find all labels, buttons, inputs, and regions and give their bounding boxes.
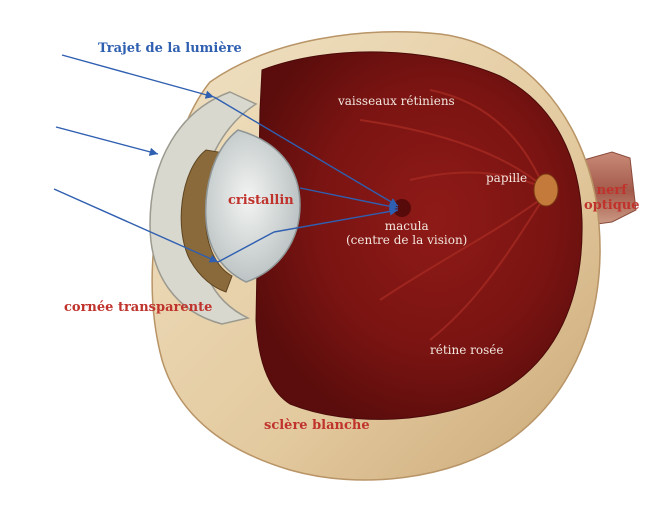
- retina-label: rétine rosée: [430, 344, 503, 358]
- macula-label-line1: macula: [346, 220, 467, 234]
- macula-label: macula (centre de la vision): [346, 220, 467, 248]
- light-path-label: Trajet de la lumière: [98, 42, 242, 57]
- cornea-label: cornée transparente: [64, 301, 212, 316]
- sclera-label: sclère blanche: [264, 419, 370, 434]
- optic-nerve-label-line1: nerf: [584, 184, 640, 199]
- macula-label-line2: (centre de la vision): [346, 234, 467, 248]
- lens-label: cristallin: [228, 194, 294, 209]
- optic-nerve-label-line2: optique: [584, 199, 640, 214]
- retinal-vessels-label: vaisseaux rétiniens: [338, 95, 455, 109]
- papilla-label: papille: [486, 172, 527, 186]
- optic-nerve-label: nerf optique: [584, 184, 640, 214]
- papilla: [534, 174, 558, 206]
